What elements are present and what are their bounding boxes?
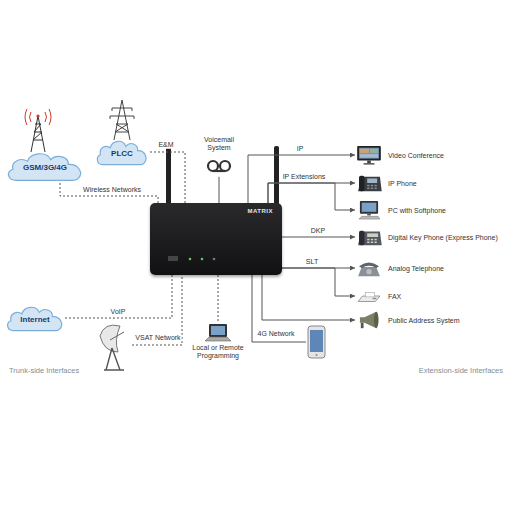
device-item: Local or Remote Programming (190, 322, 246, 361)
node-label: Internet (20, 312, 49, 324)
edge-label: SLT (305, 258, 319, 266)
network-cloud: GSM/3G/4G (5, 150, 85, 182)
network-cloud: Internet (5, 304, 65, 332)
connector (248, 155, 355, 203)
caption-label: Extension-side Interfaces (418, 366, 504, 375)
status-leds (168, 255, 228, 263)
node-label: FAX (388, 293, 401, 300)
connector (60, 182, 158, 203)
video-icon (355, 145, 383, 165)
endpoint-item: Digital Key Phone (Express Phone) (355, 227, 498, 247)
node-label: Voicemail System (194, 136, 244, 153)
endpoint-item: IP Phone (355, 173, 417, 193)
node-label: IP Phone (388, 180, 417, 187)
edge-label: IP (296, 145, 305, 153)
leader-line (132, 275, 182, 345)
node-label: Local or Remote Programming (190, 344, 246, 361)
node-label: PC with Softphone (388, 207, 446, 214)
connector (262, 275, 355, 320)
node-label: Public Address System (388, 317, 460, 324)
endpoint-item: Public Address System (355, 310, 460, 330)
edge-label: Wireless Networks (82, 186, 142, 194)
node-label: PLCC (111, 146, 133, 158)
satellite-dish (100, 325, 124, 370)
caption-label: 4G Network (257, 330, 296, 338)
endpoint-item: Analog Telephone (355, 258, 444, 278)
node-label: Video Conference (388, 152, 444, 159)
edge-label: IP Extensions (282, 173, 327, 181)
power-pylon (110, 100, 134, 140)
edge-label: VoIP (110, 308, 127, 316)
node-label: MATRIX (159, 208, 273, 214)
antenna (166, 146, 171, 208)
cell-tower (25, 109, 51, 152)
endpoint-item: FAX (355, 286, 401, 306)
connector (282, 237, 355, 238)
connector (282, 268, 355, 296)
edge-label: DKP (310, 227, 326, 235)
endpoint-item: Video Conference (355, 145, 444, 165)
mobile-phone (308, 326, 325, 358)
fax-icon (355, 286, 383, 306)
connector (219, 177, 220, 203)
node-label: Digital Key Phone (Express Phone) (388, 234, 498, 241)
pc-icon (355, 200, 383, 220)
caption-label: Trunk-side Interfaces (8, 366, 80, 375)
analog-icon (355, 258, 383, 278)
connector (268, 183, 355, 203)
vm-icon (204, 155, 234, 177)
edge-label: E&M (157, 141, 174, 149)
connector (149, 152, 185, 203)
device-item: Voicemail System (194, 136, 244, 177)
network-cloud: PLCC (95, 138, 149, 166)
node-label: GSM/3G/4G (23, 160, 67, 172)
endpoint-item: PC with Softphone (355, 200, 446, 220)
caption-label: VSAT Network (134, 334, 181, 342)
leader-line (252, 275, 306, 342)
pa-icon (355, 310, 383, 330)
laptop-icon (203, 322, 233, 344)
pbx-device: MATRIX (150, 203, 282, 275)
connector (65, 275, 172, 318)
ipphone-icon (355, 173, 383, 193)
connector (218, 275, 219, 322)
dkp-icon (355, 227, 383, 247)
node-label: Analog Telephone (388, 265, 444, 272)
